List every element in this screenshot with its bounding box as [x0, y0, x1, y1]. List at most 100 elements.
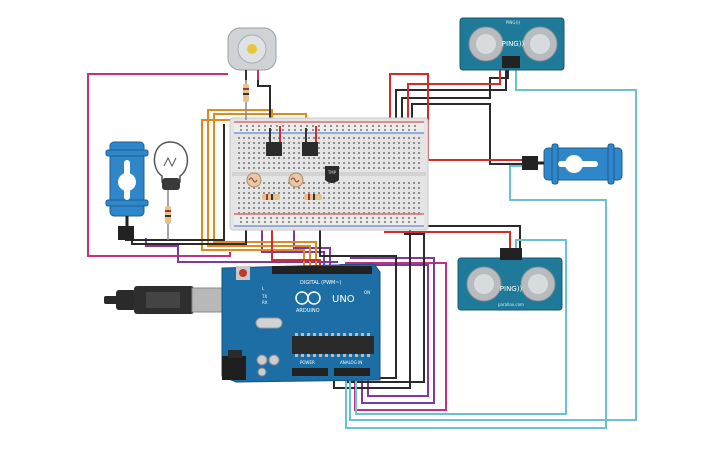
- breadboard-hole: [408, 162, 410, 164]
- wire-red-bot[interactable]: [384, 231, 511, 248]
- breadboard-hole: [383, 162, 385, 164]
- breadboard-hole: [283, 192, 285, 194]
- breadboard-hole: [393, 187, 395, 189]
- breadboard-hole: [353, 197, 355, 199]
- wire-purple-b[interactable]: [340, 264, 429, 397]
- photoresistor-left[interactable]: [246, 172, 262, 188]
- breadboard-hole: [333, 192, 335, 194]
- wire-magenta-left[interactable]: [87, 73, 231, 257]
- breadboard-rail-hole: [324, 129, 326, 131]
- light-bulb[interactable]: [153, 141, 189, 240]
- wire-black-servo-right[interactable]: [411, 103, 522, 165]
- breadboard-hole: [283, 187, 285, 189]
- breadboard-hole: [248, 142, 250, 144]
- resistor-motor[interactable]: [243, 80, 249, 120]
- breadboard-hole: [253, 187, 255, 189]
- wire-black-r[interactable]: [333, 222, 411, 389]
- arduino-uno[interactable]: DIGITAL (PWM~) ARDUINO UNO TX RX L ON PO…: [104, 263, 381, 383]
- pushbutton-right[interactable]: [302, 142, 318, 156]
- breadboard-hole: [353, 192, 355, 194]
- breadboard-hole: [403, 162, 405, 164]
- wire-purple-c[interactable]: [261, 222, 325, 266]
- breadboard-hole: [398, 167, 400, 169]
- breadboard-hole: [388, 152, 390, 154]
- breadboard-rail-hole: [360, 125, 362, 127]
- breadboard-hole: [328, 192, 330, 194]
- dc-motor[interactable]: [227, 27, 277, 80]
- breadboard-hole: [358, 182, 360, 184]
- ping-sensor-bottom[interactable]: PING)) parallax.com: [457, 248, 563, 311]
- chip-pin: [307, 333, 310, 336]
- breadboard-hole: [243, 147, 245, 149]
- wire-red-ping-top[interactable]: [389, 73, 522, 161]
- breadboard-rail-hole: [378, 221, 380, 223]
- servo-right[interactable]: [522, 143, 623, 185]
- breadboard-hole: [348, 142, 350, 144]
- photoresistor-right[interactable]: [288, 172, 304, 188]
- breadboard-hole: [368, 157, 370, 159]
- chip-pin: [361, 333, 364, 336]
- breadboard-hole: [353, 142, 355, 144]
- breadboard-hole: [418, 182, 420, 184]
- power-header: [292, 368, 328, 376]
- breadboard-hole: [313, 137, 315, 139]
- breadboard-rail-hole: [324, 217, 326, 219]
- wire-teal-top-long[interactable]: [349, 70, 637, 421]
- breadboard-hole: [403, 137, 405, 139]
- breadboard-hole: [363, 187, 365, 189]
- breadboard-hole: [408, 197, 410, 199]
- breadboard-hole: [368, 147, 370, 149]
- breadboard-hole: [258, 157, 260, 159]
- breadboard-hole: [378, 187, 380, 189]
- breadboard-hole: [303, 192, 305, 194]
- breadboard-rail-hole: [360, 217, 362, 219]
- breadboard-hole: [413, 142, 415, 144]
- breadboard-hole: [378, 157, 380, 159]
- breadboard-hole: [243, 192, 245, 194]
- breadboard-rail-hole: [408, 129, 410, 131]
- wire-purple-a[interactable]: [350, 257, 435, 404]
- wire-black-ping-top[interactable]: [401, 68, 509, 124]
- breadboard-hole: [408, 152, 410, 154]
- breadboard-hole: [308, 162, 310, 164]
- wire-black-ping-top2[interactable]: [395, 70, 507, 124]
- breadboard-hole: [293, 142, 295, 144]
- resistor-bb-left[interactable]: [262, 194, 280, 200]
- breadboard-rail-hole: [246, 129, 248, 131]
- breadboard-hole: [283, 202, 285, 204]
- breadboard-rail-hole: [312, 217, 314, 219]
- wire-red-arduino[interactable]: [271, 222, 321, 266]
- breadboard-hole: [363, 167, 365, 169]
- resistor-bb-right[interactable]: [304, 194, 322, 200]
- wire-black-motor[interactable]: [257, 72, 271, 120]
- breadboard-hole: [278, 167, 280, 169]
- breadboard-hole: [273, 137, 275, 139]
- breadboard-rail-hole: [348, 129, 350, 131]
- analog-header: [334, 368, 370, 376]
- breadboard-hole: [298, 142, 300, 144]
- temperature-sensor[interactable]: TMP: [325, 166, 339, 183]
- breadboard-hole: [333, 187, 335, 189]
- wire-orange-a[interactable]: [207, 109, 311, 268]
- wire-teal-bot[interactable]: [355, 239, 567, 415]
- wire-teal-servo[interactable]: [345, 165, 607, 429]
- breadboard-rail-hole: [276, 129, 278, 131]
- breadboard-hole: [328, 182, 330, 184]
- ping-sensor-top[interactable]: PING)) PING))): [459, 17, 565, 71]
- breadboard-hole: [378, 167, 380, 169]
- breadboard-rail-hole: [276, 217, 278, 219]
- wire-red-ping-top2[interactable]: [407, 70, 501, 120]
- breadboard-hole: [408, 207, 410, 209]
- breadboard-hole: [363, 192, 365, 194]
- breadboard-hole: [318, 142, 320, 144]
- breadboard-hole: [283, 182, 285, 184]
- servo-left[interactable]: [105, 141, 149, 240]
- breadboard-hole: [318, 187, 320, 189]
- pushbutton-left[interactable]: [266, 142, 282, 156]
- breadboard-hole: [328, 147, 330, 149]
- breadboard-hole: [318, 152, 320, 154]
- breadboard-hole: [413, 137, 415, 139]
- breadboard-hole: [308, 157, 310, 159]
- wire-orange-b[interactable]: [213, 113, 317, 268]
